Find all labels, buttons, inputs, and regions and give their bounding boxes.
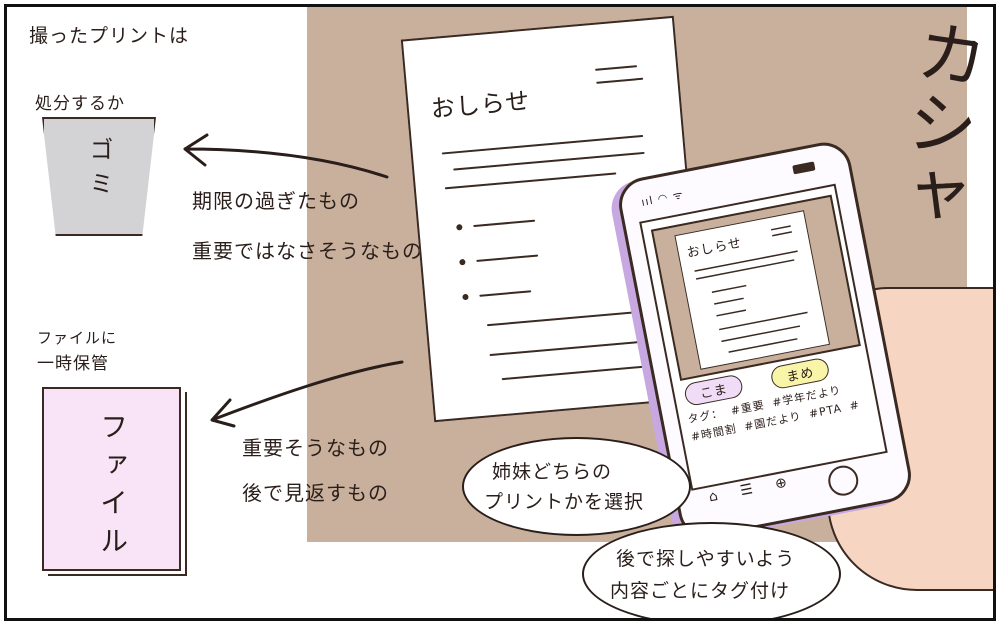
captured-text-lines bbox=[694, 225, 808, 353]
arrow-to-file-icon bbox=[210, 360, 404, 428]
home-icon[interactable]: ⌂ bbox=[707, 487, 721, 506]
paper-text-lines bbox=[441, 65, 664, 381]
bubble-tagging-line-2: 内容ごとにタグ付け bbox=[610, 580, 791, 602]
list-icon[interactable]: ☰ bbox=[738, 481, 756, 500]
trash-cup bbox=[42, 117, 156, 236]
notice-paper: おしらせ bbox=[400, 15, 708, 423]
arrow-to-trash-icon bbox=[183, 133, 389, 179]
tag-more[interactable]: # bbox=[848, 398, 861, 413]
status-bar: ııl ◠ ᯤ bbox=[640, 187, 685, 209]
file-criteria-2: 後で見返すもの bbox=[242, 481, 389, 505]
bubble-select-line-1: 姉妹どちらの bbox=[492, 461, 613, 483]
trash-label: 処分するか bbox=[35, 94, 125, 114]
captured-photo[interactable]: おしらせ bbox=[650, 194, 861, 381]
file-cover-text: ファイル bbox=[96, 412, 129, 564]
trash-cup-text: ゴミ bbox=[85, 137, 113, 205]
speech-bubble-tagging: 後で探しやすいよう 内容ごとにタグ付け bbox=[582, 522, 841, 618]
trash-criteria-2: 重要ではなさそうなもの bbox=[192, 239, 423, 263]
captured-notice: おしらせ bbox=[674, 210, 831, 370]
bubble-tagging-line-1: 後で探しやすいよう bbox=[616, 548, 796, 570]
app-screen: おしらせ こま まめ タグ： #重要 #学年だより #時間割 #園だより #PT… bbox=[639, 183, 888, 491]
file-folder bbox=[42, 387, 181, 571]
comic-panel: 撮ったプリントは 処分するか ゴミ 期限の過ぎたもの 重要ではなさそうなもの フ… bbox=[4, 4, 996, 621]
tag-pta[interactable]: #PTA bbox=[807, 401, 844, 421]
file-criteria-1: 重要そうなもの bbox=[242, 436, 389, 460]
home-button[interactable] bbox=[825, 463, 861, 499]
caption-top: 撮ったプリントは bbox=[29, 25, 190, 47]
battery-icon bbox=[792, 161, 816, 175]
file-label-1: ファイルに bbox=[37, 329, 118, 347]
add-icon[interactable]: ⊕ bbox=[773, 474, 790, 493]
speech-bubble-select: 姉妹どちらの プリントかを選択 bbox=[462, 437, 691, 536]
bubble-select-line-2: プリントかを選択 bbox=[484, 491, 645, 513]
trash-criteria-1: 期限の過ぎたもの bbox=[192, 189, 360, 213]
file-label-2: 一時保管 bbox=[37, 354, 109, 374]
smartphone: ııl ◠ ᯤ おしらせ こま まめ タグ： #重要 #学年だより #時間割 #… bbox=[614, 137, 916, 543]
